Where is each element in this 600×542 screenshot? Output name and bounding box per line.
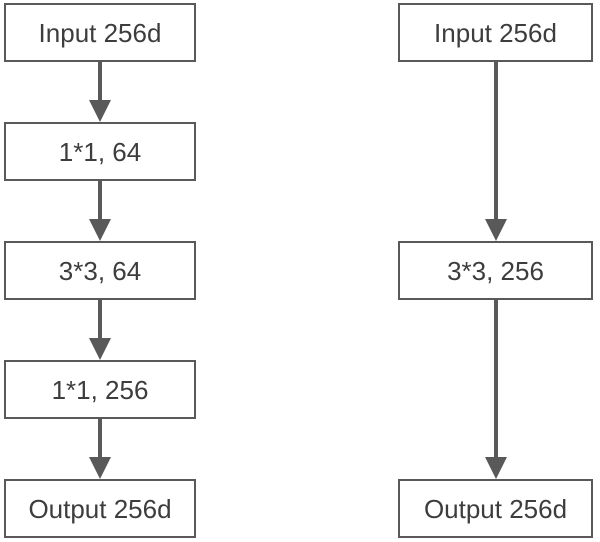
arrow-down-icon bbox=[89, 181, 111, 241]
flow-node-left-conv-1x1-256: 1*1, 256 bbox=[4, 360, 196, 419]
flow-node-right-conv-3x3-256: 3*3, 256 bbox=[398, 241, 593, 300]
arrow-down-icon bbox=[89, 62, 111, 122]
flow-node-left-conv-3x3-64: 3*3, 64 bbox=[4, 241, 196, 300]
arrow-down-icon bbox=[89, 300, 111, 360]
flow-node-left-output: Output 256d bbox=[4, 479, 196, 538]
arrow-down-icon bbox=[485, 300, 507, 479]
flow-node-right-input: Input 256d bbox=[398, 3, 593, 62]
flow-node-right-output: Output 256d bbox=[398, 479, 593, 538]
flow-node-left-conv-1x1-64: 1*1, 64 bbox=[4, 122, 196, 181]
arrow-down-icon bbox=[485, 62, 507, 241]
arrow-down-icon bbox=[89, 419, 111, 479]
flow-node-left-input: Input 256d bbox=[4, 3, 196, 62]
